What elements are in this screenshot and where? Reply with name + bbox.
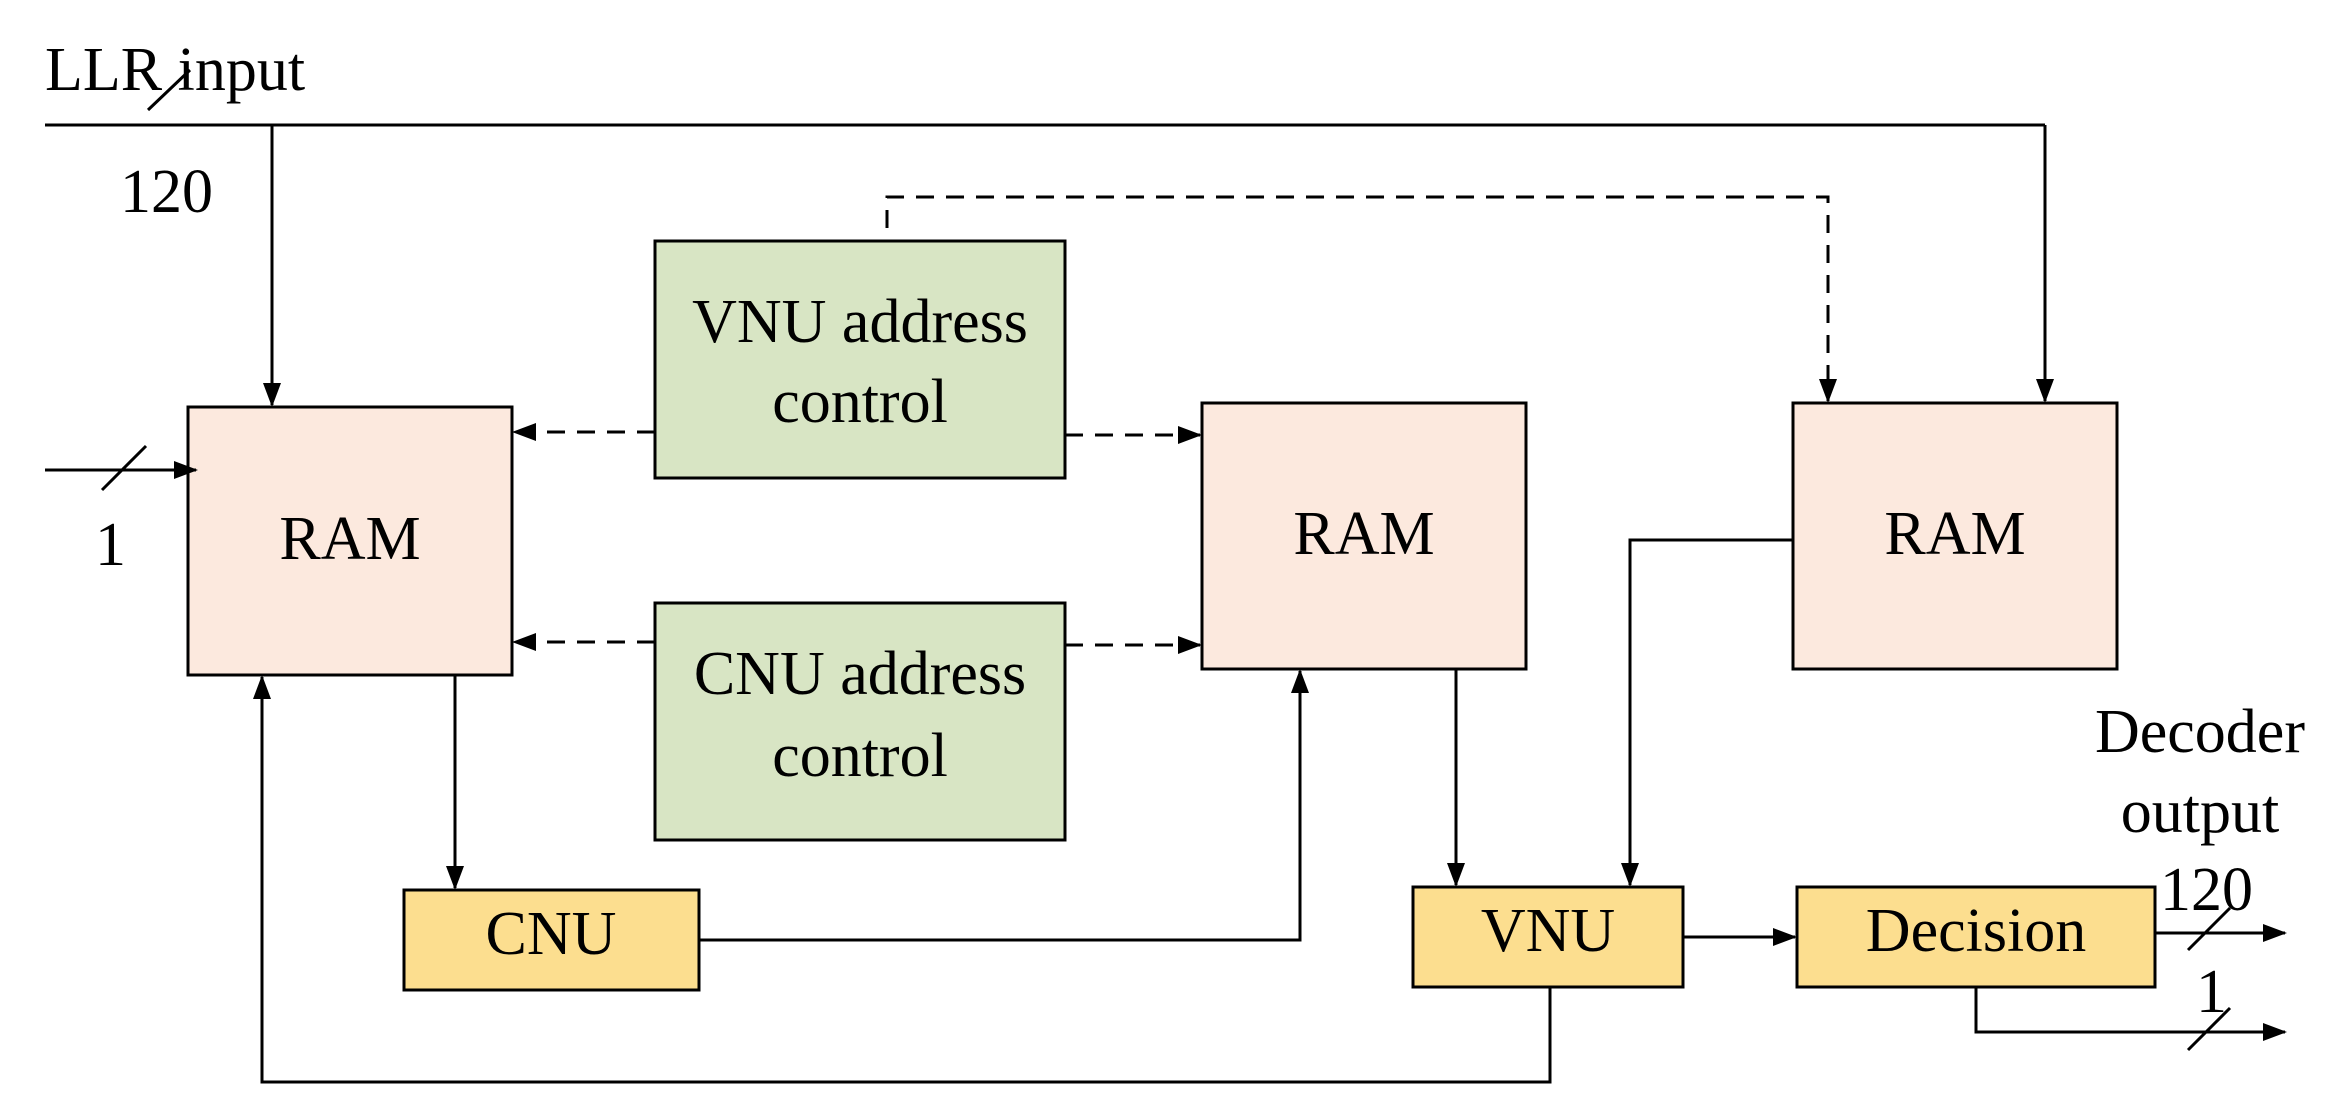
- ram-right-to-vnu: [1621, 538, 1793, 887]
- annotations: LLR input 120 1 Decoder output 120 1: [45, 36, 2305, 1026]
- ram-right-rect: [1791, 401, 2119, 671]
- llr-input-label: LLR input: [45, 36, 305, 104]
- vnu-feedback-to-ram-left: [253, 675, 1552, 1084]
- feed-width-label: 1: [95, 511, 126, 579]
- ram-left-rect: [186, 405, 514, 677]
- cnu-rect: [402, 888, 701, 992]
- decoder-output-label-line1: Decoder: [2095, 698, 2305, 766]
- decision-label: Decision: [1866, 897, 2086, 965]
- output-flag-width-label: 1: [2196, 958, 2227, 1026]
- output-main-slash: [2186, 906, 2232, 952]
- cnu-to-ram-mid: [699, 669, 1309, 942]
- vnu-rect: [1411, 885, 1685, 989]
- cnu-label: CNU: [486, 900, 617, 968]
- vnu-address-control-rect: [653, 239, 1067, 480]
- output-main-width-label: 120: [2160, 856, 2253, 924]
- llr-width-label: 120: [120, 158, 213, 226]
- dashed-connections: [512, 195, 1837, 654]
- vnu-block: VNU: [1411, 885, 1685, 989]
- vnu-address-control-label-line1: VNU address: [692, 288, 1028, 356]
- vnu-address-control-label-line2: control: [772, 368, 948, 436]
- cnu-address-control-rect: [653, 601, 1067, 842]
- llr-bus-slash: [146, 68, 192, 112]
- solid-connections: [45, 123, 2287, 1084]
- decision-output-flag: [1974, 987, 2287, 1041]
- ram-left-block: RAM: [186, 405, 514, 677]
- ram-mid-block: RAM: [1200, 401, 1528, 671]
- side-input-slash: [100, 444, 148, 492]
- vnu-addr-to-ram-right: [885, 195, 1837, 403]
- decision-block: Decision: [1795, 885, 2157, 989]
- cnu-address-control-block: CNU address control: [653, 601, 1067, 842]
- ram-right-block: RAM: [1791, 401, 2119, 671]
- decoder-output-label-line2: output: [2121, 778, 2279, 846]
- output-flag-slash: [2186, 1006, 2232, 1052]
- vnu-address-control-block: VNU address control: [653, 239, 1067, 480]
- ram-left-label: RAM: [279, 505, 420, 573]
- cnu-address-control-label-line2: control: [772, 722, 948, 790]
- bus-width-marks: [100, 68, 2232, 1052]
- ram-mid-rect: [1200, 401, 1528, 671]
- cnu-address-control-label-line1: CNU address: [694, 640, 1026, 708]
- cnu-block: CNU: [402, 888, 701, 992]
- ram-mid-label: RAM: [1293, 500, 1434, 568]
- vnu-label: VNU: [1481, 897, 1615, 965]
- ram-right-label: RAM: [1884, 500, 2025, 568]
